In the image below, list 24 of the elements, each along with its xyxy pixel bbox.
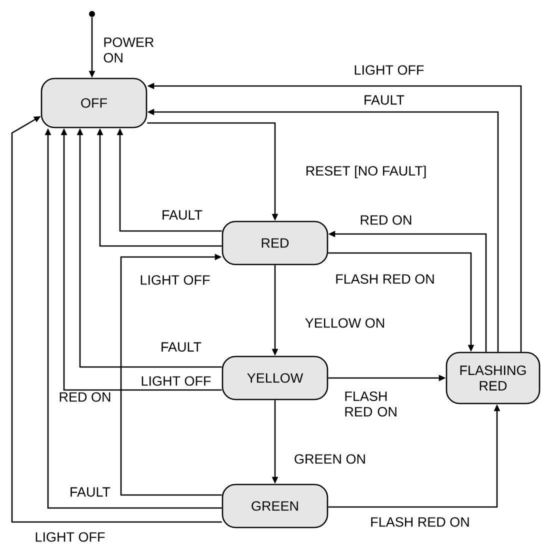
edge-label: LIGHT OFF bbox=[140, 375, 212, 387]
edge-label: LIGHT OFF bbox=[34, 531, 106, 543]
edge-label: RED ON bbox=[358, 214, 414, 226]
edge-label: FLASH RED ON bbox=[369, 516, 471, 528]
edge-label: LIGHT OFF bbox=[138, 274, 212, 286]
state-box: OFF bbox=[40, 78, 148, 128]
edge-label: FAULT bbox=[160, 209, 204, 221]
edge-label: FAULT bbox=[68, 486, 112, 498]
edge-label: POWER ON bbox=[102, 36, 160, 64]
state-box: FLASHING RED bbox=[446, 352, 540, 404]
edge-label: FLASH RED ON bbox=[334, 273, 436, 285]
arrow bbox=[120, 254, 222, 496]
edge-label: LIGHT OFF bbox=[352, 64, 426, 76]
state-box: GREEN bbox=[222, 484, 328, 528]
edge-label: FAULT bbox=[160, 341, 202, 353]
edge-label: RED ON bbox=[58, 391, 112, 403]
edge-label: FAULT bbox=[362, 94, 406, 106]
state-box: YELLOW bbox=[222, 356, 328, 400]
arrow bbox=[11, 116, 222, 523]
edge-label: YELLOW ON bbox=[304, 317, 386, 329]
edge-label: FLASH RED ON bbox=[343, 390, 406, 418]
edge-label: RESET [NO FAULT] bbox=[304, 164, 428, 180]
edge-label: GREEN ON bbox=[293, 453, 367, 465]
state-box: RED bbox=[222, 220, 328, 266]
